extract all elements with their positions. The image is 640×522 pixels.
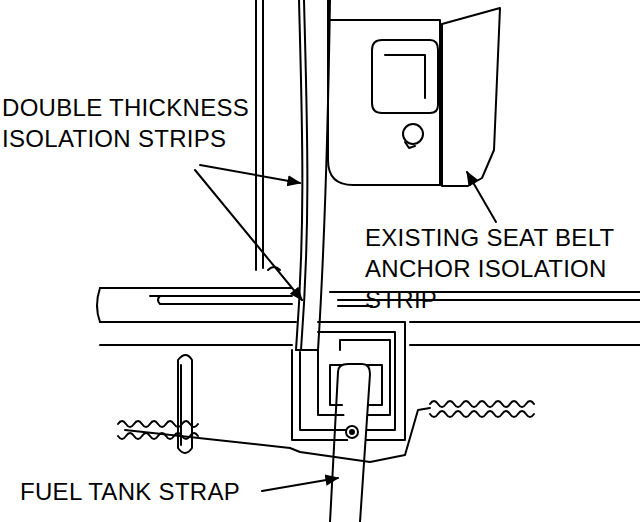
callout-label: FUEL TANK STRAP xyxy=(20,476,260,507)
fuel-tank-strap xyxy=(330,364,370,522)
callout-label: DOUBLE THICKNESS ISOLATION STRIPS xyxy=(2,92,260,154)
anchor-isolation-strip xyxy=(442,8,500,186)
leader-lines xyxy=(195,165,496,491)
wire xyxy=(118,401,534,462)
callout-label: EXISTING SEAT BELT ANCHOR ISOLATION STRI… xyxy=(365,222,633,315)
pillar-lines xyxy=(256,0,280,270)
